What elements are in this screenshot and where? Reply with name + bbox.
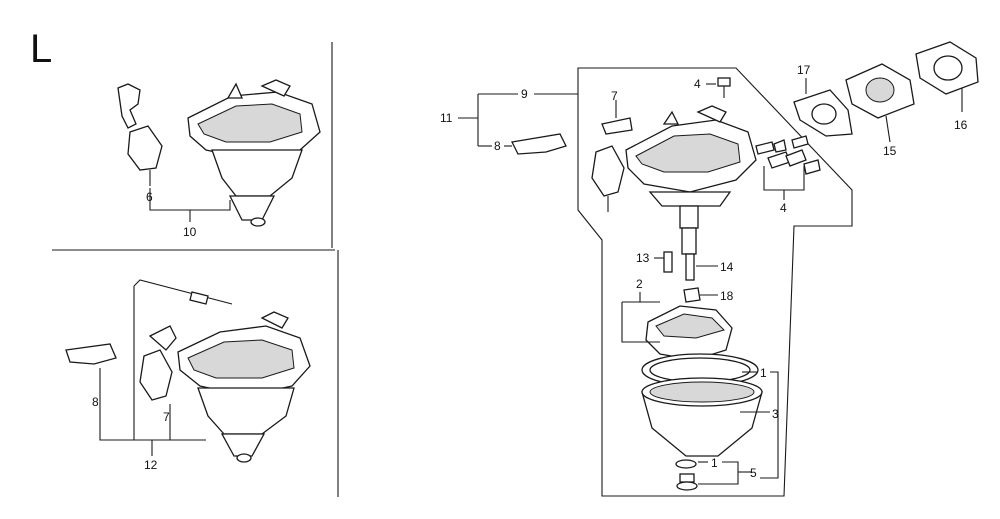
bolt-5 (676, 473, 698, 491)
screw-4-top (717, 77, 731, 98)
callout-7a: 7 (611, 89, 618, 103)
callout-4a: 4 (694, 77, 701, 91)
callout-4b: 4 (780, 201, 787, 215)
gasket-16 (915, 41, 979, 95)
float-2 (645, 305, 733, 361)
callout-15: 15 (883, 144, 897, 158)
callout-1b: 1 (711, 456, 718, 470)
float-bowl-lower (197, 387, 295, 435)
leader-12 (99, 368, 206, 441)
callout-9: 9 (521, 87, 528, 101)
section-letter: L (30, 27, 52, 71)
choke-lever-6 (127, 125, 163, 171)
carburetor-assembly-10 (117, 79, 321, 227)
lever-8 (65, 343, 117, 365)
callout-16: 16 (954, 118, 968, 132)
choke-lever-7 (139, 349, 173, 401)
lever-7-right (601, 117, 633, 135)
gasket-ring-1 (641, 353, 759, 387)
spring (189, 291, 209, 305)
callout-14: 14 (720, 260, 734, 274)
float-bowl-upper (211, 149, 303, 197)
carburetor-body (625, 105, 757, 255)
lever-8-right (511, 133, 567, 155)
callout-8a: 8 (92, 395, 99, 409)
callout-8b: 8 (494, 139, 501, 153)
float-bowl-3 (641, 377, 763, 457)
jet-13 (663, 251, 673, 273)
callout-13: 13 (636, 251, 650, 265)
insulator-15 (845, 63, 915, 119)
callout-5: 5 (750, 466, 757, 480)
callout-1a: 1 (760, 366, 767, 380)
callout-18: 18 (720, 289, 734, 303)
callout-3: 3 (772, 407, 779, 421)
callout-12: 12 (144, 458, 158, 472)
callout-10: 10 (183, 225, 197, 239)
callout-17: 17 (797, 63, 811, 77)
carburetor-assembly-12 (65, 279, 311, 463)
washer-1 (675, 459, 697, 469)
spring-18 (683, 287, 701, 303)
callout-11: 11 (440, 111, 453, 125)
nozzle-14 (685, 253, 695, 281)
callout-7b: 7 (163, 410, 170, 424)
screws-4-right (755, 135, 821, 175)
callout-6: 6 (146, 190, 153, 204)
panel-dividers (52, 42, 339, 497)
callout-2: 2 (636, 277, 643, 291)
leader-10 (149, 188, 231, 211)
bowl-cone-upper (228, 195, 276, 221)
choke-lever-arm (117, 83, 141, 129)
gasket-17 (793, 89, 853, 137)
assembly-9-boundary (577, 67, 853, 497)
